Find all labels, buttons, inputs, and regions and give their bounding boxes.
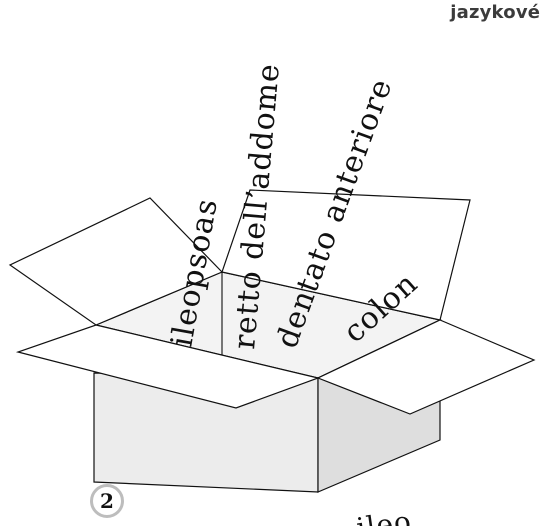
box-flap-back-right xyxy=(221,189,471,321)
exercise-number: 2 xyxy=(100,489,114,513)
bottom-partial-word: ileo xyxy=(354,505,413,526)
corner-header-label: jazykové l xyxy=(450,2,547,23)
box-flap-front-left xyxy=(15,324,321,409)
box-flap-back-left xyxy=(8,197,224,326)
exercise-number-badge: 2 xyxy=(90,484,124,518)
box-flap-front-right xyxy=(316,319,536,415)
